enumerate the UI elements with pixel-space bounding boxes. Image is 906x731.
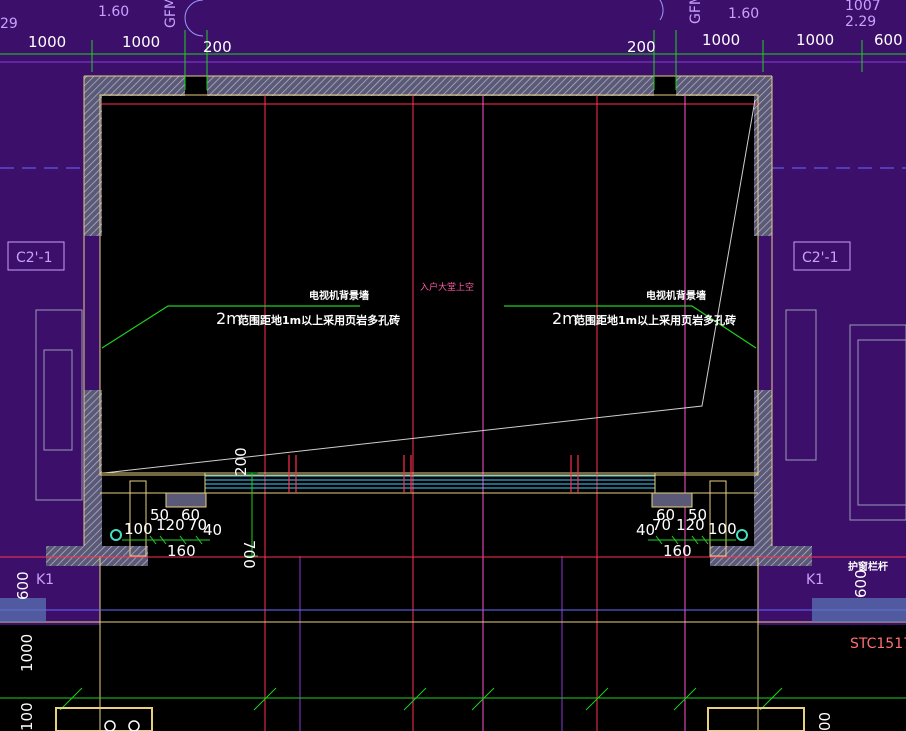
center-label: 入户大堂上空	[420, 281, 474, 293]
dim-top-left-3: 200	[203, 38, 232, 56]
dim-bl-60: 60	[181, 506, 200, 524]
dim-top-right-1: 200	[627, 38, 656, 56]
dim-bl-70: 70	[188, 516, 207, 534]
right-note-line2: 范围距地1m以上采用页岩多孔砖	[574, 313, 736, 327]
gfm-label-left: GFM	[163, 0, 179, 28]
dim-br-40: 40	[636, 521, 655, 539]
drain-right-icon	[736, 529, 748, 541]
window-code: STC1517	[850, 636, 906, 652]
green-tick-marks	[59, 687, 783, 711]
elev-top-left-a: 1.60	[98, 4, 129, 20]
window-tag-right	[793, 241, 851, 271]
elev-top-right-c: 2.29	[845, 14, 876, 30]
dim-balcony-depth: 700	[240, 540, 258, 569]
dim-100-bottom: 100	[18, 702, 36, 731]
left-note-line1: 电视机背景墙	[309, 289, 369, 302]
bottom-details	[0, 598, 906, 731]
dim-balcony-top: 200	[232, 447, 250, 476]
left-note-line2: 范围距地1m以上采用页岩多孔砖	[238, 313, 400, 327]
wall-outlines	[83, 75, 773, 546]
dim-br-70: 70	[652, 516, 671, 534]
door-swings	[184, 0, 664, 37]
balcony-columns	[129, 480, 727, 557]
balcony-dim-lines	[122, 472, 736, 557]
dim-br-160: 160	[663, 542, 692, 560]
balcony-rail	[100, 472, 758, 494]
dim-top-left-2: 1000	[122, 33, 160, 51]
dim-br-50: 50	[688, 506, 707, 524]
right-note-line1: 电视机背景墙	[646, 289, 706, 302]
window-tag-left	[7, 241, 65, 271]
window-tag-right-text: C2'-1	[802, 250, 839, 266]
dim-br-60: 60	[656, 506, 675, 524]
dim-top-right-4: 600	[874, 31, 903, 49]
gfm-label-right: GFM	[688, 0, 704, 24]
dim-br-120: 120	[676, 516, 705, 534]
lower-area	[100, 556, 758, 731]
dim-br-100: 100	[708, 520, 737, 538]
lower-grid	[0, 556, 906, 699]
dim-bl-100: 100	[124, 520, 153, 538]
dim-top-left-1: 1000	[28, 33, 66, 51]
left-note-prefix: 2m	[216, 309, 242, 328]
rail-label: 护窗栏杆	[848, 560, 888, 573]
dim-600-right: 600	[852, 569, 870, 598]
dim-bl-160: 160	[167, 542, 196, 560]
dim-bl-120: 120	[156, 516, 185, 534]
dim-bl-50: 50	[150, 506, 169, 524]
k1-right: K1	[806, 572, 824, 588]
side-windows	[35, 309, 906, 521]
dim-00-bottom: 00	[816, 712, 834, 731]
gray-section-line	[103, 99, 756, 474]
elev-top-right-a: 1.60	[728, 6, 759, 22]
dim-bl-40: 40	[203, 521, 222, 539]
leader-lines	[101, 305, 757, 349]
vertical-grid	[99, 95, 759, 731]
elev-top-left-b: 29	[0, 16, 18, 32]
top-dim-chain	[0, 30, 906, 90]
window-tag-left-text: C2'-1	[16, 250, 53, 266]
elev-top-right-b: 1007	[845, 0, 881, 14]
dim-600-left: 600	[14, 571, 32, 600]
drain-left-icon	[110, 529, 122, 541]
pipe-markers	[288, 455, 579, 493]
dim-1000-bottom: 1000	[18, 634, 36, 672]
dim-top-right-3: 1000	[796, 31, 834, 49]
k1-left: K1	[36, 572, 54, 588]
walls	[46, 76, 812, 566]
right-note-prefix: 2m	[552, 309, 578, 328]
dim-top-right-2: 1000	[702, 31, 740, 49]
